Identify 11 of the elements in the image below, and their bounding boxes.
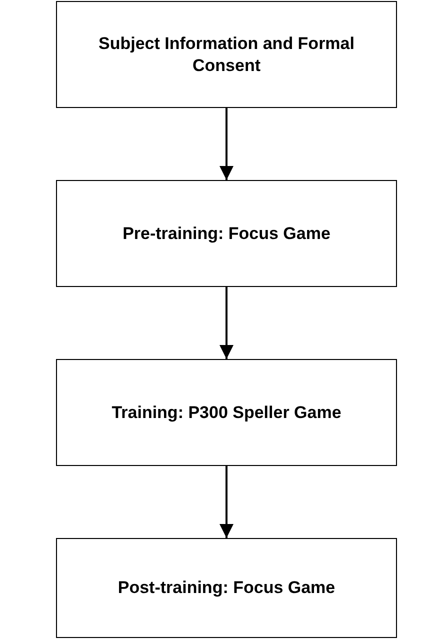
arrow (220, 466, 234, 538)
box-label: Pre-training: Focus Game (122, 222, 330, 244)
process-box (56, 180, 397, 287)
process-box (56, 538, 397, 638)
box-label: Post-training: Focus Game (118, 577, 336, 599)
process-box (56, 1, 397, 108)
arrow (220, 108, 234, 180)
box-label: Training: P300 Speller Game (112, 402, 342, 424)
box-label: Subject Information and Formal Consent (98, 32, 356, 76)
process-box (56, 359, 397, 466)
arrow (220, 287, 234, 359)
